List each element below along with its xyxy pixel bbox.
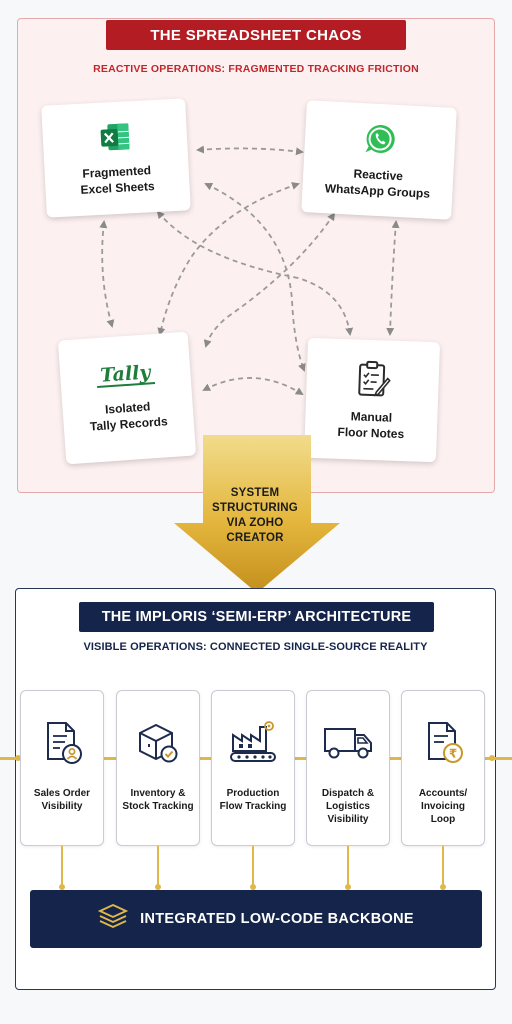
module-accounts: ₹ Accounts/ Invoicing Loop xyxy=(401,690,485,846)
tally-logo: Tally xyxy=(95,361,156,389)
module-dispatch: Dispatch & Logistics Visibility xyxy=(306,690,390,846)
arrow-tally-notes xyxy=(202,377,304,396)
connector-dot xyxy=(15,755,21,761)
backbone-connector-dot xyxy=(250,884,256,890)
backbone-connector-dot xyxy=(345,884,351,890)
card-excel-sheets: Fragmented Excel Sheets xyxy=(41,98,191,218)
arrow-excel-whatsapp xyxy=(196,145,304,156)
transition-arrow xyxy=(174,435,340,593)
connector-dot xyxy=(489,755,495,761)
backbone-connector-dot xyxy=(155,884,161,890)
backbone-connector xyxy=(347,846,349,888)
module-label-line: Sales Order xyxy=(33,788,91,799)
transition-line3: VIA ZOHO xyxy=(226,517,284,529)
factory-conveyor-icon xyxy=(212,719,294,767)
arrow-whatsapp-notes xyxy=(386,220,400,336)
module-label-line: Inventory & xyxy=(130,788,186,799)
module-label-line: Invoicing xyxy=(421,801,465,812)
backbone-label: INTEGRATED LOW-CODE BACKBONE xyxy=(140,911,414,927)
chaos-arrows xyxy=(99,145,400,396)
svg-text:₹: ₹ xyxy=(449,747,457,761)
module-sales-order-label: Sales Order Visibility xyxy=(24,787,100,813)
module-label-line: Visibility xyxy=(327,814,369,825)
module-sales-order: Sales Order Visibility xyxy=(20,690,104,846)
module-production-label: Production Flow Tracking xyxy=(215,787,291,813)
whatsapp-icon xyxy=(362,121,398,162)
chaos-title: THE SPREADSHEET CHAOS xyxy=(106,20,406,50)
transition-line2: STRUCTURING xyxy=(212,502,298,514)
arrow-excel-notes-a xyxy=(156,210,354,336)
clipboard-pen-icon xyxy=(354,359,391,403)
erp-subtitle: VISIBLE OPERATIONS: CONNECTED SINGLE-SOU… xyxy=(83,641,428,653)
module-label-line: Stock Tracking xyxy=(122,801,194,812)
erp-title: THE IMPLORIS ‘SEMI-ERP’ ARCHITECTURE xyxy=(79,602,434,632)
rupee-invoice-icon: ₹ xyxy=(402,719,484,767)
card-whatsapp-groups: Reactive WhatsApp Groups xyxy=(301,100,457,220)
backbone-connector xyxy=(61,846,63,888)
arrow-whatsapp-tally-b xyxy=(203,212,336,348)
card-whatsapp-label: Reactive WhatsApp Groups xyxy=(322,164,434,202)
excel-icon xyxy=(98,120,132,159)
module-label-line: Dispatch & xyxy=(321,788,375,799)
module-dispatch-label: Dispatch & Logistics Visibility xyxy=(310,787,386,826)
arrow-excel-notes-b xyxy=(204,182,306,372)
chaos-subtitle: REACTIVE OPERATIONS: FRAGMENTED TRACKING… xyxy=(93,63,419,75)
card-tally-label: Isolated Tally Records xyxy=(72,396,184,436)
card-excel-label: Fragmented Excel Sheets xyxy=(61,161,173,199)
transition-line4: CREATOR xyxy=(226,532,284,544)
transition-label: SYSTEM STRUCTURING VIA ZOHO CREATOR xyxy=(196,486,314,546)
module-accounts-label: Accounts/ Invoicing Loop xyxy=(405,787,481,826)
module-label-line: Loop xyxy=(430,814,456,825)
sales-order-document-user-icon xyxy=(21,719,103,767)
backbone-connector-dot xyxy=(59,884,65,890)
backbone-connector-dot xyxy=(440,884,446,890)
module-label-line: Flow Tracking xyxy=(219,801,287,812)
stacked-layers-icon xyxy=(98,903,129,936)
module-label-line: Accounts/ xyxy=(418,788,468,799)
module-label-line: Logistics xyxy=(326,801,370,812)
arrow-excel-tally xyxy=(99,220,115,328)
module-label-line: Production xyxy=(226,788,280,799)
backbone-connector xyxy=(157,846,159,888)
card-floor-notes: Manual Floor Notes xyxy=(303,337,441,463)
backbone-connector xyxy=(442,846,444,888)
backbone-connector xyxy=(252,846,254,888)
transition-line1: SYSTEM xyxy=(230,487,280,499)
integrated-backbone-bar: INTEGRATED LOW-CODE BACKBONE xyxy=(30,890,482,948)
delivery-truck-icon xyxy=(307,719,389,767)
module-production: Production Flow Tracking xyxy=(211,690,295,846)
module-inventory-label: Inventory & Stock Tracking xyxy=(120,787,196,813)
module-inventory: Inventory & Stock Tracking xyxy=(116,690,200,846)
module-label-line: Visibility xyxy=(41,801,83,812)
inventory-box-check-icon xyxy=(117,719,199,767)
